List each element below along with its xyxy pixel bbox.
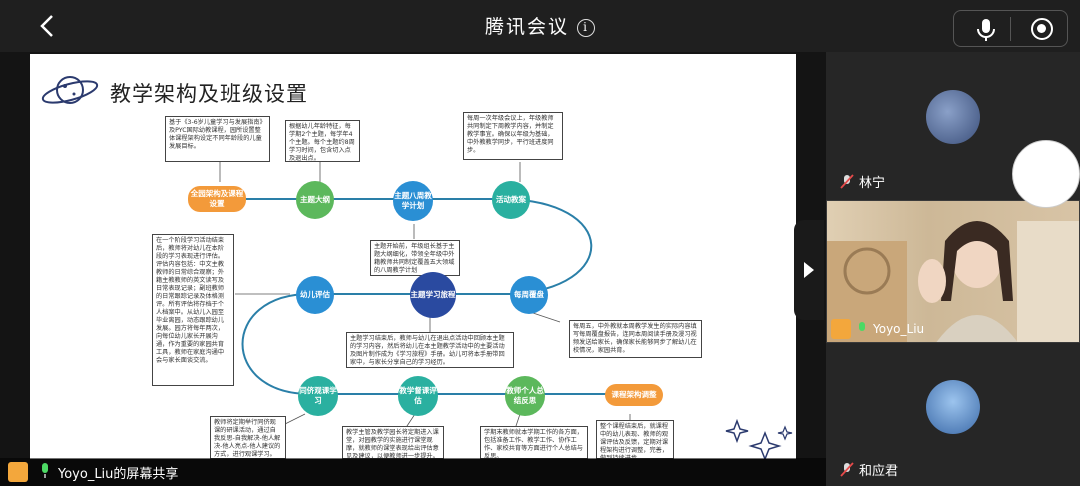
node-teacher-reflection: 教师个人总结反思 (505, 376, 545, 416)
avatar (926, 380, 980, 434)
participant-tile[interactable]: 林宁 (826, 52, 1080, 200)
slide-title: 教学架构及班级设置 (110, 82, 308, 106)
avatar (926, 90, 980, 144)
node-child-evaluation: 幼儿评估 (296, 276, 334, 314)
mic-muted-icon (840, 173, 854, 189)
text-box-classroom-observation: 教学主管及教学园长将定期进入课堂，对园教学的实施进行课堂观摩，就教师的课堂表现给… (342, 426, 444, 459)
text-box-eight-week-plan: 主题开始前，年级组长基于主题大纲细化，带领全年级中外籍教师共同制定覆盖五大领域的… (370, 240, 460, 276)
node-outline: 主题大纲 (296, 181, 334, 219)
node-peer-observation: 同侪观课学习 (298, 376, 338, 416)
participant-name: 和应君 (840, 460, 898, 479)
participant-tile[interactable]: 和应君 (826, 344, 1080, 486)
node-course-adjust: 课程架构调整 (605, 384, 663, 406)
node-weekly-plan: 主题八周教学计划 (393, 181, 433, 221)
video-background (827, 221, 1079, 342)
node-weekly-review: 每周覆盘 (510, 276, 548, 314)
divider (1010, 17, 1011, 41)
text-box-theme-count: 根据幼儿年龄特征，每学期2个主题，每学年4个主题。每个主题约8周学习时间，包含切… (285, 120, 360, 162)
avatar (831, 319, 851, 339)
microphone-icon (42, 463, 48, 478)
microphone-icon (859, 322, 865, 331)
text-box-evaluation: 在一个阶段学习活动结束后，教师将对幼儿在本阶段的学习表现进行评估。评估内容包括：… (152, 234, 234, 386)
text-box-semester-summary: 学期末教师就本学期工作的各方面，包括准备工作、教学工作、协作工作、家校共育等方面… (480, 426, 588, 459)
text-box-journey-booklet: 主题学习结束后，教师与幼儿在退出点活动中回顾本主题的学习内容，然后将幼儿在本主题… (346, 332, 514, 368)
text-box-peer-observation: 教师将定期举行同侪观课的研课活动，通过自我反思-自我解决-他人解决-他人亮点-他… (210, 416, 286, 459)
share-label: Yoyo_Liu的屏幕共享 (58, 467, 179, 482)
floating-avatar-button[interactable] (1012, 140, 1080, 208)
node-activity: 活动教案 (492, 181, 530, 219)
back-arrow-icon[interactable] (34, 10, 64, 42)
share-status-bar: Yoyo_Liu的屏幕共享 (0, 458, 826, 486)
shared-slide: 教学架构及班级设置 基于《3-6岁儿童学习与发展指南》及PYC国际幼教课程，园所… (30, 54, 796, 459)
sharer-avatar (8, 462, 28, 482)
participant-name: 林宁 (840, 172, 885, 191)
planet-icon (41, 76, 99, 104)
info-icon[interactable]: i (577, 19, 595, 37)
participant-name: Yoyo_Liu (831, 319, 924, 339)
text-box-grade-meeting: 每周一次年级会议上，年级教师共同制定下周教学内容，并制定教学事宜。确保以年级为基… (463, 112, 563, 160)
node-teaching-evaluation: 教学督课评估 (398, 376, 438, 416)
microphone-icon[interactable] (974, 17, 998, 43)
expand-panel-button[interactable] (794, 220, 824, 320)
node-learning-journey: 主题学习旅程 (410, 272, 456, 318)
star-icon (725, 419, 793, 459)
record-icon[interactable] (1031, 18, 1053, 40)
text-box-course-adjust: 整个课程结束后，就课程中的幼儿表现、教师的观课评估及反馈，定期对课程架构进行调整… (596, 420, 674, 459)
text-box-curriculum: 基于《3-6岁儿童学习与发展指南》及PYC国际幼教课程，园所设置整体课程架构设定… (165, 116, 270, 162)
top-controls (953, 10, 1068, 47)
text-box-weekly-review: 每周五，中外教就本周教学发生的实际内容填写每周覆盘报告，连同本周阅读手册及漫习视… (569, 320, 702, 358)
node-framework: 全园架构及课程设置 (188, 186, 246, 212)
mic-muted-icon (840, 461, 854, 477)
participant-panel: 林宁 Yoyo_Liu 和应君 (826, 52, 1080, 486)
participant-video[interactable]: Yoyo_Liu (826, 200, 1080, 343)
